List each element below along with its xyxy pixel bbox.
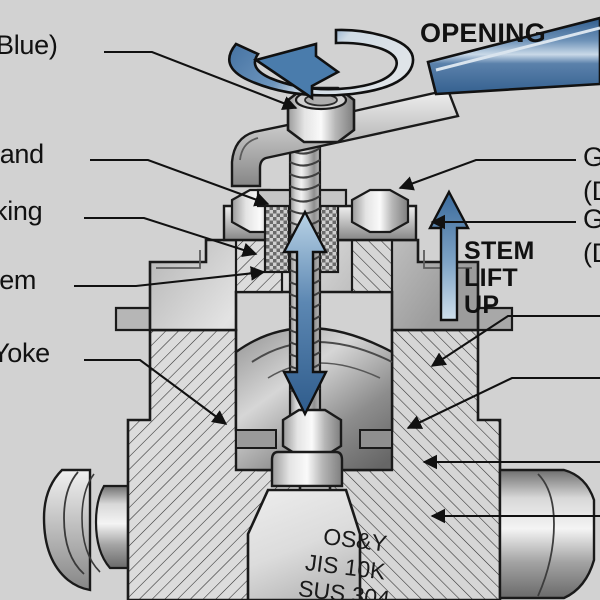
outlet-flange: [498, 468, 596, 600]
gate-disc-nameplate: [246, 488, 362, 600]
label-stem: tem: [0, 265, 37, 295]
label-yoke: Yoke: [0, 338, 50, 368]
stem-travel-double-arrow: [282, 209, 328, 417]
gland-bolt-right: [350, 188, 410, 234]
leader-lines-right: [398, 158, 600, 524]
label-right-1-line2: (D: [583, 176, 600, 206]
label-packing: king: [0, 196, 43, 226]
gate-wedge-collar: [270, 450, 344, 488]
yoke-leg-left: [114, 306, 152, 332]
leader-right-3: [430, 314, 600, 367]
packing-left: [263, 198, 291, 274]
stem-lift-line-1: STEM: [464, 237, 535, 265]
label-right-2-line1: G: [583, 204, 600, 234]
stem-lift-line-3: UP: [464, 291, 500, 319]
opening-annotation: OPENING: [420, 18, 546, 48]
handle-grip-blue: [426, 16, 600, 96]
label-gland: land: [0, 139, 44, 169]
label-right-1-line1: G: [583, 142, 600, 172]
leader-lines-left: [74, 50, 298, 425]
label-handle-blue: Blue): [0, 30, 58, 60]
stem-nut: [281, 408, 343, 458]
leader-yoke: [84, 358, 228, 425]
leader-right-4: [406, 376, 600, 429]
leader-gland: [90, 158, 270, 207]
leader-handle: [104, 50, 298, 111]
label-right-2-line2: (D: [583, 238, 600, 268]
leader-stem: [74, 266, 266, 288]
stem-lift-line-2: LIFT: [464, 264, 518, 292]
leader-packing: [84, 216, 258, 257]
leader-right-1: [398, 158, 576, 191]
stem-top-group: [230, 16, 600, 188]
rotation-arrow-icon: [227, 28, 415, 101]
